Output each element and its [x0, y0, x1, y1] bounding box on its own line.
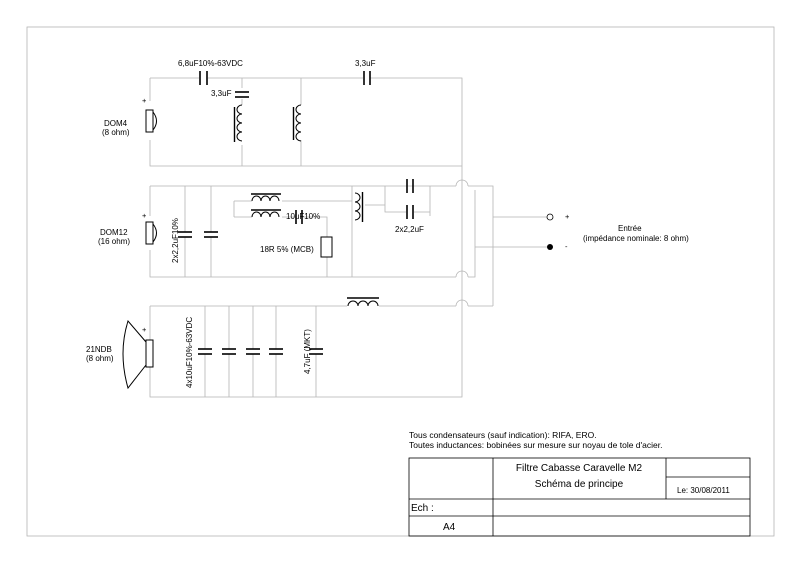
title-block-format: A4 — [443, 522, 456, 533]
coil-l1-icon — [233, 104, 243, 142]
wire-crossings — [455, 179, 469, 307]
note-inductors: Toutes inductances: bobinées sur mesure … — [409, 440, 662, 450]
cap-top-right-label: 3,3uF — [355, 59, 376, 68]
title-block-scale: Ech : — [411, 503, 434, 514]
dom4-impedance: (8 ohm) — [102, 128, 130, 137]
cap-mid-right-label: 2x2,2uF — [395, 225, 424, 234]
title-block-title: Filtre Cabasse Caravelle M2 — [516, 463, 643, 474]
title-block: Filtre Cabasse Caravelle M2 Schéma de pr… — [408, 457, 751, 537]
dom4-plus: + — [142, 96, 147, 105]
cap-bottom-bank-label: 4x10uF10%-63VDC — [185, 317, 194, 388]
cap-mid-small-label: 10uF10% — [286, 212, 320, 221]
coil-l6-icon — [347, 297, 379, 307]
cap-top-left-label: 6,8uF10%-63VDC — [178, 59, 243, 68]
input-plus-sign: + — [565, 212, 570, 221]
ndb-section: + 21NDB (8 ohm) 4x10uF10%-63VDC 4,7uF (M… — [86, 186, 493, 398]
resistor-label: 18R 5% (MCB) — [260, 245, 314, 254]
title-block-subtitle: Schéma de principe — [535, 479, 624, 490]
dom12-plus: + — [142, 211, 147, 220]
ndb-woofer-icon — [122, 319, 154, 390]
note-capacitors: Tous condensateurs (sauf indication): RI… — [409, 430, 597, 440]
input-plus-terminal-icon — [546, 213, 554, 221]
resistor-icon — [320, 236, 333, 258]
cap-bottom-mkt-label: 4,7uF (MKT) — [303, 329, 312, 374]
coil-l4-icon — [251, 209, 281, 218]
dom12-impedance: (16 ohm) — [98, 237, 130, 246]
input-subtitle: (impédance nominale: 8 ohm) — [583, 234, 689, 243]
input-minus-sign: - — [565, 242, 568, 251]
ndb-name: 21NDB — [86, 345, 112, 354]
dom4-name: DOM4 — [104, 119, 128, 128]
coil-l2-icon — [292, 104, 302, 142]
dom12-section: + DOM12 (16 ohm) 2x2,2uF10% 10uF10% 18R … — [98, 179, 494, 306]
input-title: Entrée — [618, 224, 642, 233]
ndb-plus: + — [142, 325, 147, 334]
input-terminals: + - Entrée (impédance nominale: 8 ohm) — [475, 212, 689, 251]
dom4-section: + 6,8uF10%-63VDC 3,3uF 3,3uF DOM4 (8 ohm… — [102, 59, 463, 186]
coil-l3-icon — [251, 193, 281, 202]
dom12-name: DOM12 — [100, 228, 128, 237]
dom12-driver-icon — [145, 221, 157, 245]
title-block-date: Le: 30/08/2011 — [677, 486, 730, 495]
cap-mid-pair-label: 2x2,2uF10% — [171, 218, 180, 263]
sheet-border — [26, 26, 775, 537]
dom4-driver-icon — [145, 109, 157, 133]
input-minus-terminal-icon — [547, 244, 553, 250]
cap-top-small-label: 3,3uF — [211, 89, 232, 98]
ndb-impedance: (8 ohm) — [86, 354, 114, 363]
coil-l5-icon — [354, 192, 364, 222]
